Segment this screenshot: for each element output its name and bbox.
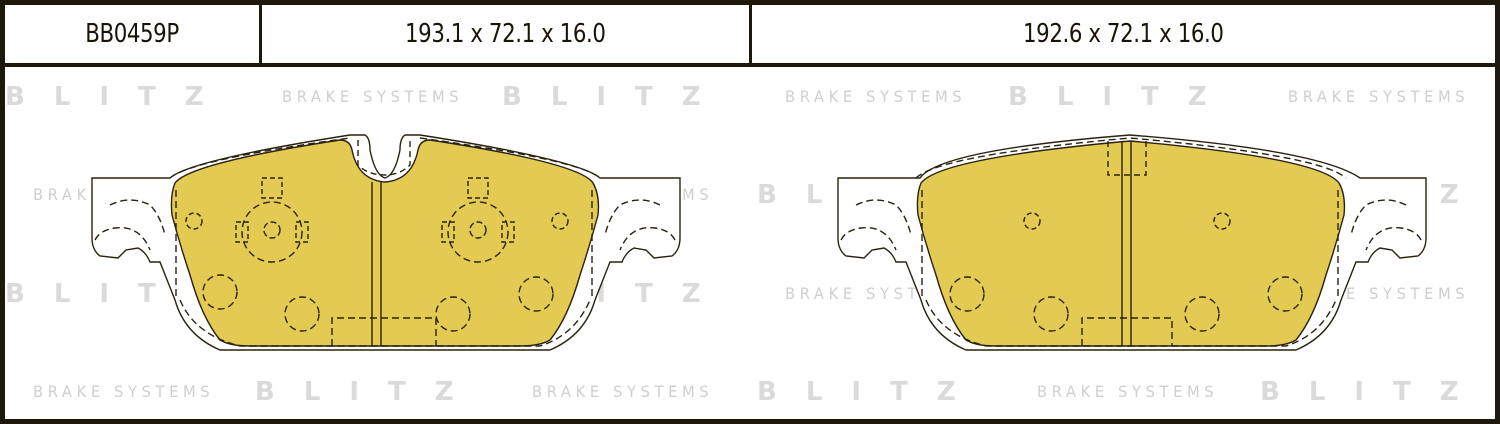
watermark-brand: BLITZ [255,377,483,407]
watermark-tagline: BRAKE SYSTEMS [33,382,215,401]
left-friction-material [170,139,600,347]
watermark-row-4: BRAKE SYSTEMS BLITZ BRAKE SYSTEMS BLITZ … [5,377,1495,407]
watermark-tagline: BRAKE SYSTEMS [785,87,967,106]
right-pad-dimensions: 192.6 x 72.1 x 16.0 [1023,19,1224,49]
watermark-brand: BLITZ [1008,82,1236,112]
watermark-brand: BLITZ [502,82,730,112]
part-number-cell: BB0459P [5,5,262,63]
watermark-brand: BLITZ [1260,377,1488,407]
watermark-brand: BLITZ [5,82,233,112]
right-dimensions-cell: 192.6 x 72.1 x 16.0 [752,5,1495,63]
right-pad [837,134,1427,351]
watermark-tagline: BRAKE SYSTEMS [282,87,464,106]
left-pad [91,134,681,351]
watermark-tagline: BRAKE SYSTEMS [1288,87,1470,106]
watermark-row-1: BLITZ BRAKE SYSTEMS BLITZ BRAKE SYSTEMS … [5,82,1495,112]
left-dimensions-cell: 193.1 x 72.1 x 16.0 [262,5,752,63]
part-number: BB0459P [85,19,179,49]
watermark-tagline: BRAKE SYSTEMS [532,382,714,401]
watermark-brand: BLITZ [757,377,985,407]
left-pad-dimensions: 193.1 x 72.1 x 16.0 [405,19,606,49]
watermark-tagline: BRAKE SYSTEMS [1037,382,1219,401]
